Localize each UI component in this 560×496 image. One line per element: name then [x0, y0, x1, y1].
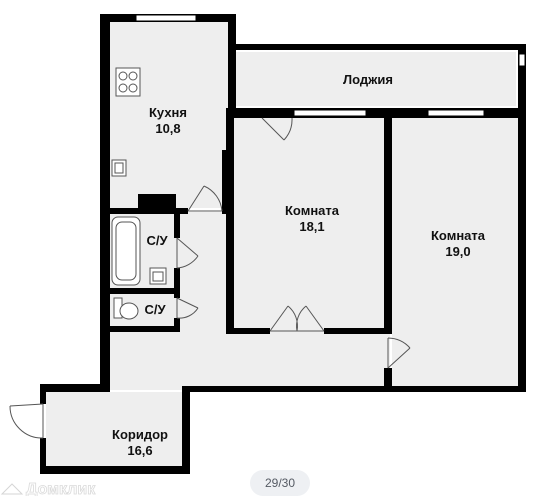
door-room2	[387, 337, 411, 369]
wall	[518, 108, 526, 392]
wall	[174, 318, 180, 332]
wall	[182, 386, 392, 392]
wall	[384, 368, 392, 392]
fixtures	[111, 67, 167, 320]
toilet-icon	[113, 297, 139, 320]
room1-area: 18,1	[299, 219, 324, 234]
wall	[174, 268, 180, 294]
bath2-name: С/У	[144, 302, 166, 317]
wall	[40, 438, 46, 474]
wall	[518, 44, 526, 108]
room-labels: Кухня 10,8 Лоджия Комната 18,1 Комната 1…	[112, 72, 486, 458]
door-bath1	[176, 237, 199, 269]
wall	[384, 386, 526, 392]
watermark: Домклик	[0, 481, 97, 496]
wall	[324, 328, 392, 334]
wall	[228, 14, 236, 110]
window-kitchen	[135, 14, 197, 22]
wall	[40, 384, 110, 392]
wall	[226, 108, 234, 334]
window-room1	[293, 109, 367, 117]
door-room1-bottom	[269, 305, 325, 332]
wall	[384, 108, 392, 334]
kitchen-floor	[110, 22, 228, 208]
bath1-name: С/У	[146, 233, 168, 248]
door-bath2	[176, 297, 199, 319]
wall	[110, 288, 178, 294]
wall	[110, 326, 178, 332]
corridor-name: Коридор	[112, 427, 168, 442]
wall	[40, 466, 190, 474]
kitchen-area: 10,8	[155, 121, 180, 136]
corridor-area: 16,6	[127, 443, 152, 458]
domclick-logo-icon	[0, 483, 24, 495]
doors	[9, 117, 411, 439]
room1-name: Комната	[285, 203, 340, 218]
walls	[40, 14, 526, 474]
wall	[182, 386, 190, 474]
corridor-lower-floor	[46, 392, 182, 466]
windows	[135, 14, 526, 117]
gallery-counter: 29/30	[250, 470, 310, 496]
room2-name: Комната	[431, 228, 486, 243]
floor-areas	[46, 22, 518, 466]
wall	[40, 384, 46, 404]
wall	[226, 328, 270, 334]
door-room1-top	[261, 117, 293, 141]
stove-icon	[115, 67, 141, 97]
wall	[174, 294, 180, 298]
bathtub-icon	[111, 216, 141, 286]
kitchen-sink-icon	[111, 159, 127, 177]
window-loggia	[518, 53, 526, 67]
wall	[226, 108, 526, 118]
corridor-link-floor	[110, 330, 186, 390]
room2-area: 19,0	[445, 244, 470, 259]
door-entrance	[9, 403, 44, 439]
room2-floor	[392, 118, 518, 386]
watermark-text: Домклик	[26, 481, 96, 496]
wall	[236, 44, 526, 50]
kitchen-name: Кухня	[149, 105, 187, 120]
loggia-floor	[236, 52, 516, 106]
loggia-name: Лоджия	[343, 72, 393, 87]
door-kitchen	[187, 185, 223, 212]
bathroom-sink-icon	[149, 267, 167, 285]
chimney-block	[138, 194, 176, 214]
window-room2	[427, 109, 485, 117]
wall	[100, 14, 110, 388]
wall	[174, 214, 180, 238]
